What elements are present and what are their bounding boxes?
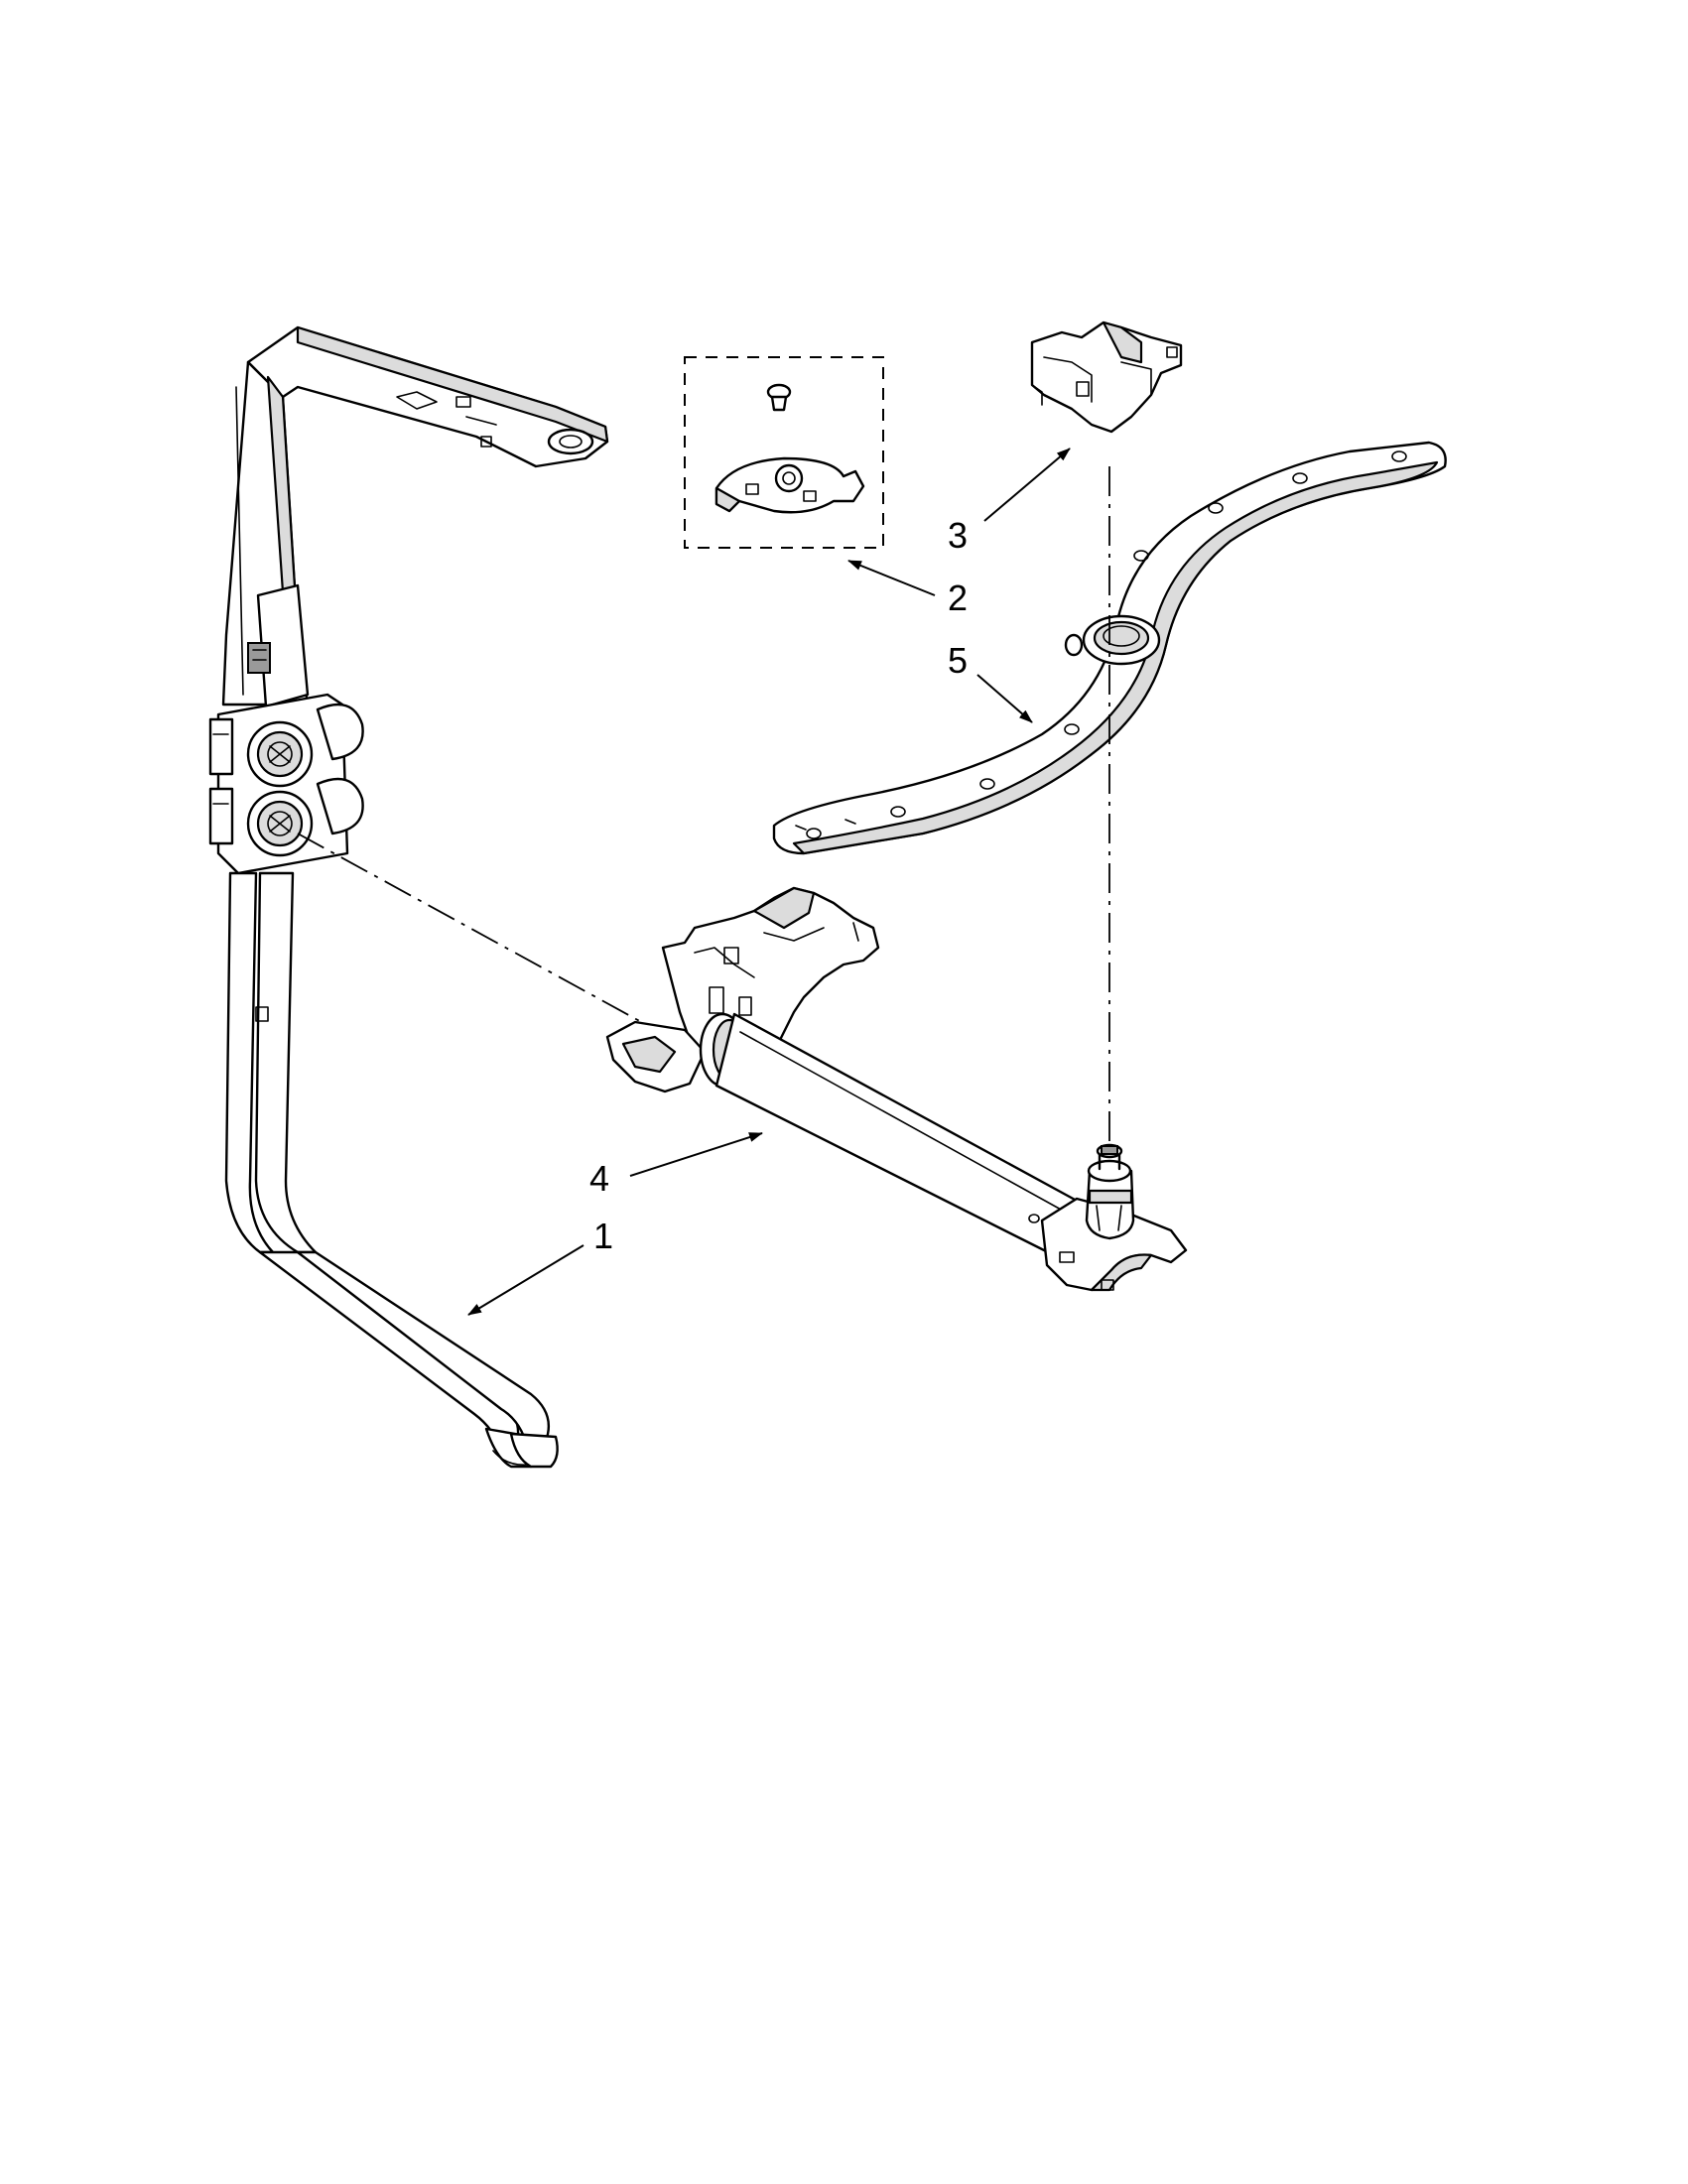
callout-number-2: 2 bbox=[948, 578, 968, 618]
leader-5 bbox=[976, 674, 1033, 723]
callout-leaders bbox=[467, 448, 1071, 1316]
leader-2 bbox=[847, 560, 936, 596]
spray-arm-part bbox=[772, 441, 1447, 855]
alignment-line-tube-to-manifold bbox=[297, 833, 666, 1036]
leader-1 bbox=[467, 1244, 584, 1316]
manifold-part bbox=[605, 886, 1188, 1292]
callout-number-5: 5 bbox=[948, 640, 968, 681]
hardware-kit-part bbox=[684, 356, 884, 549]
leader-4 bbox=[629, 1132, 763, 1177]
callout-number-4: 4 bbox=[589, 1158, 609, 1199]
callout-number-3: 3 bbox=[948, 515, 968, 556]
kit-boundary-box bbox=[684, 356, 884, 549]
spray-arm-mount-part bbox=[1030, 321, 1183, 434]
callout-number-1: 1 bbox=[593, 1216, 613, 1256]
leader-3 bbox=[983, 448, 1071, 522]
supply-tube-part bbox=[208, 325, 609, 1469]
